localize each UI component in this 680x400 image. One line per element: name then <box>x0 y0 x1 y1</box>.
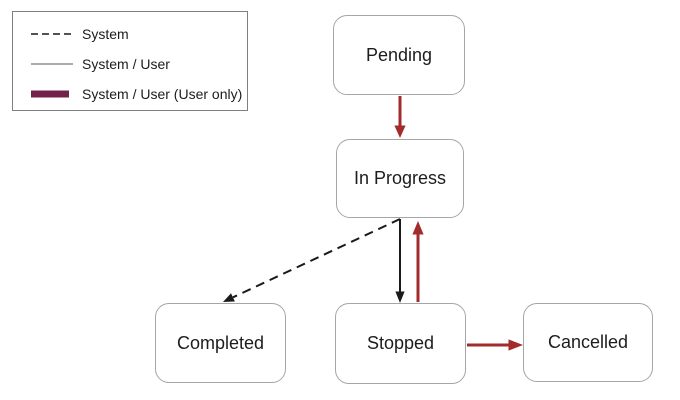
state-node-cancelled: Cancelled <box>523 303 653 382</box>
state-node-in-progress: In Progress <box>336 139 464 218</box>
solid-line-icon <box>31 61 73 67</box>
arrow-line <box>232 218 401 299</box>
state-label-in-progress: In Progress <box>353 168 447 188</box>
state-label-cancelled: Cancelled <box>547 332 629 352</box>
legend: System System / User System / User (User… <box>12 11 248 111</box>
arrow-head <box>395 291 405 303</box>
state-label-completed: Completed <box>176 332 265 353</box>
arrow-pending-to-in-progress <box>394 96 406 138</box>
legend-label-system: System <box>82 26 129 42</box>
arrow-in-progress-to-completed <box>223 218 401 302</box>
arrow-in-progress-to-stopped <box>395 219 405 303</box>
arrow-head <box>223 293 235 302</box>
dashed-line-icon <box>31 31 73 37</box>
legend-item-system: System <box>31 19 247 49</box>
legend-item-user-only: System / User (User only) <box>31 79 247 109</box>
arrow-stopped-to-in-progress <box>412 221 424 302</box>
state-label-pending: Pending <box>365 44 433 65</box>
state-node-completed: Completed <box>155 303 286 383</box>
arrow-head <box>394 125 406 138</box>
arrow-stopped-to-cancelled <box>467 339 523 351</box>
arrow-head <box>412 221 424 235</box>
state-node-pending: Pending <box>333 15 465 95</box>
state-node-stopped: Stopped <box>335 303 466 384</box>
state-label-stopped: Stopped <box>366 333 435 353</box>
legend-label-system-user: System / User <box>82 56 170 72</box>
legend-label-user-only: System / User (User only) <box>82 86 243 102</box>
legend-item-system-user: System / User <box>31 49 247 79</box>
thick-line-icon <box>31 90 73 98</box>
arrow-head <box>508 339 523 351</box>
